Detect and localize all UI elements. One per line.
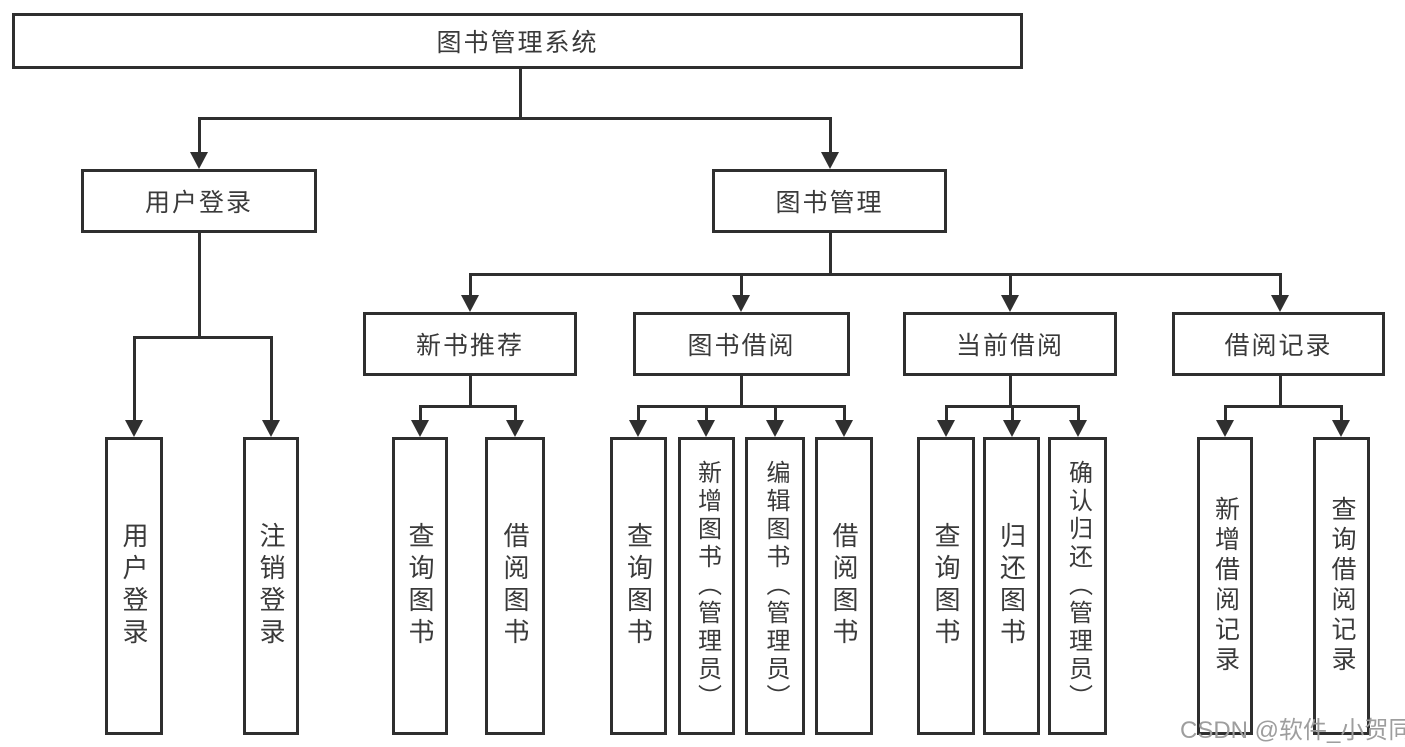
leaf-query-borrow-record: 查询借阅记录	[1313, 437, 1370, 735]
node-label: 用户登录	[144, 189, 253, 217]
arrow-down-icon	[732, 273, 750, 312]
node-label: 图书管理	[775, 189, 884, 217]
arrow-down-icon	[821, 117, 839, 169]
leaf-edit-books-admin: 编辑图书（管理员）	[745, 437, 805, 735]
arrow-down-icon	[697, 405, 715, 437]
connector-line	[132, 336, 273, 339]
node-book-management: 图书管理	[712, 169, 947, 233]
leaf-confirm-return-admin: 确认归还（管理员）	[1048, 437, 1107, 735]
node-library-management-system: 图书管理系统	[12, 13, 1023, 69]
leaf-label: 查询图书	[931, 522, 961, 650]
arrow-down-icon	[1332, 405, 1350, 437]
node-label: 图书管理系统	[436, 29, 599, 57]
leaf-return-books: 归还图书	[983, 437, 1040, 735]
connector-line	[1278, 376, 1282, 407]
leaf-label: 注销登录	[256, 522, 286, 650]
leaf-label: 新增图书（管理员）	[693, 460, 721, 712]
leaf-label: 用户登录	[119, 522, 149, 650]
leaf-label: 新增借阅记录	[1211, 496, 1240, 676]
arrow-down-icon	[125, 336, 143, 437]
leaf-borrow-books-recommend: 借阅图书	[485, 437, 545, 735]
leaf-label: 查询借阅记录	[1328, 496, 1356, 676]
arrow-down-icon	[461, 273, 479, 312]
leaf-query-books-recommend: 查询图书	[392, 437, 448, 735]
leaf-logout: 注销登录	[243, 437, 299, 735]
arrow-down-icon	[1271, 273, 1289, 312]
leaf-query-books-current: 查询图书	[917, 437, 975, 735]
arrow-down-icon	[1216, 405, 1234, 437]
leaf-add-books-admin: 新增图书（管理员）	[678, 437, 735, 735]
leaf-query-books-borrowing: 查询图书	[610, 437, 667, 735]
leaf-label: 查询图书	[405, 522, 435, 650]
connector-line	[197, 117, 832, 120]
csdn-watermark: CSDN @软件_小贺同学	[1180, 717, 1405, 744]
node-book-borrowing: 图书借阅	[633, 312, 850, 376]
arrow-down-icon	[766, 405, 784, 437]
node-label: 图书借阅	[687, 332, 796, 360]
arrow-down-icon	[1001, 273, 1019, 312]
connector-line	[468, 273, 1282, 276]
leaf-label: 查询图书	[623, 522, 654, 650]
node-label: 借阅记录	[1224, 332, 1333, 360]
arrow-down-icon	[190, 117, 208, 169]
leaf-add-borrow-record: 新增借阅记录	[1197, 437, 1253, 735]
arrow-down-icon	[629, 405, 647, 437]
connector-line	[197, 233, 201, 338]
node-label: 新书推荐	[415, 332, 524, 360]
leaf-label: 编辑图书（管理员）	[762, 460, 789, 712]
node-user-login: 用户登录	[81, 169, 317, 233]
leaf-user-login: 用户登录	[105, 437, 163, 735]
connector-line	[468, 376, 472, 407]
node-borrowing-records: 借阅记录	[1172, 312, 1385, 376]
leaf-label: 确认归还（管理员）	[1064, 460, 1092, 712]
arrow-down-icon	[262, 336, 280, 437]
connector-line	[1008, 376, 1012, 407]
arrow-down-icon	[1003, 405, 1021, 437]
arrow-down-icon	[506, 405, 524, 437]
leaf-label: 借阅图书	[500, 522, 530, 650]
connector-line	[739, 376, 743, 407]
arrow-down-icon	[937, 405, 955, 437]
node-label: 当前借阅	[955, 332, 1064, 360]
connector-line	[418, 405, 517, 408]
node-current-borrowing: 当前借阅	[903, 312, 1117, 376]
leaf-label: 归还图书	[996, 522, 1027, 650]
connector-line	[1223, 405, 1343, 408]
arrow-down-icon	[835, 405, 853, 437]
leaf-borrow-books: 借阅图书	[815, 437, 873, 735]
node-new-book-recommend: 新书推荐	[363, 312, 577, 376]
arrow-down-icon	[411, 405, 429, 437]
arrow-down-icon	[1069, 405, 1087, 437]
connector-line	[636, 405, 846, 408]
leaf-label: 借阅图书	[829, 522, 859, 650]
connector-line	[518, 69, 522, 119]
connector-line	[828, 233, 832, 275]
